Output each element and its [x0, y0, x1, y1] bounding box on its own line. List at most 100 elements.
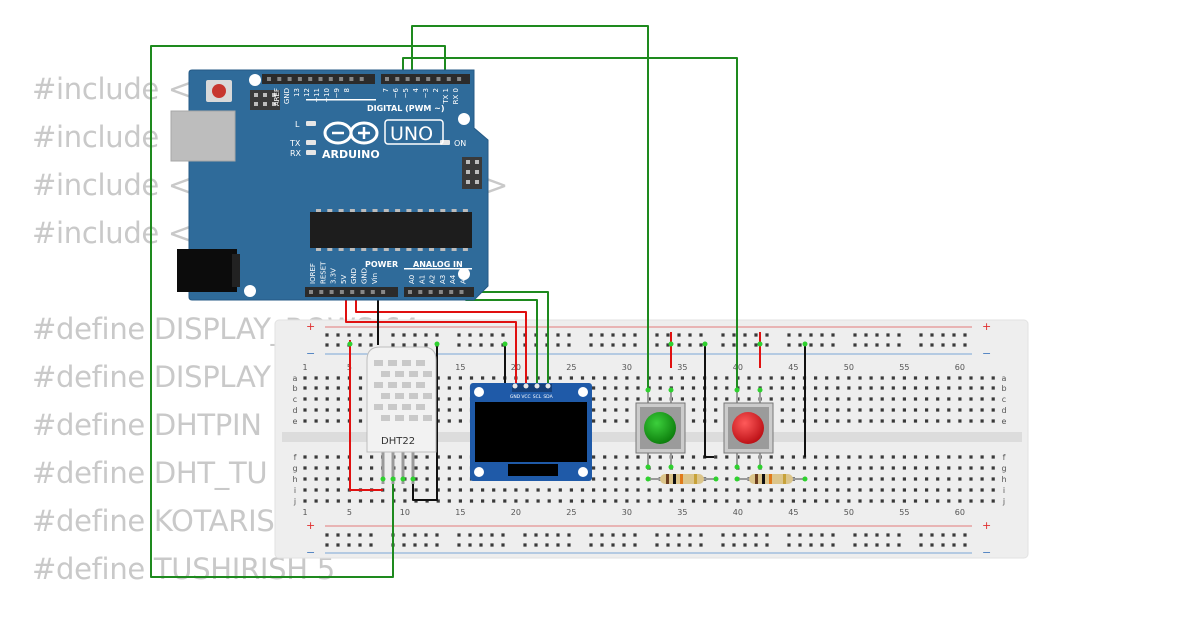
wire-red-3v3: [345, 291, 517, 384]
led-tx-label: TX: [289, 139, 301, 148]
power-label: POWER: [365, 260, 398, 269]
column-number: 25: [566, 363, 576, 372]
analog-pin-label: A1: [418, 275, 426, 284]
digital-pin-label: RX 0: [452, 88, 460, 104]
code-line: #include <: [32, 216, 192, 250]
led-rx-label: RX: [290, 149, 302, 158]
code-line: #include <: [32, 168, 192, 202]
oled-pin-label: GND: [510, 394, 521, 400]
row-letter: a: [1002, 374, 1007, 383]
digital-pin-label: 12: [303, 88, 311, 97]
row-letter: g: [292, 464, 297, 473]
power-pin-label: IOREF: [309, 263, 317, 284]
rail-sign: +: [982, 320, 991, 333]
led-l: [306, 121, 316, 126]
digital-pin-label: TX 1: [442, 88, 450, 105]
column-number: 5: [347, 508, 352, 517]
row-letter: h: [292, 475, 297, 484]
column-number: 40: [733, 508, 743, 517]
code-line: #include: [32, 120, 159, 154]
code-editor-background: #include <#include#include <#include <#d…: [32, 0, 1200, 630]
analog-pin-label: A3: [439, 275, 447, 284]
arduino-model: UNO: [390, 123, 433, 145]
row-letter: c: [1002, 395, 1006, 404]
rail-sign: +: [306, 519, 315, 532]
digital-pin-label: 8: [343, 88, 351, 92]
code-line: #define DHTPIN: [32, 408, 262, 442]
column-number: 50: [844, 363, 854, 372]
power-pin-label: Vin: [371, 273, 379, 284]
row-letter: i: [1003, 486, 1005, 495]
column-number: 15: [455, 363, 465, 372]
row-letter: f: [294, 453, 297, 462]
led-on-label: ON: [454, 139, 466, 148]
oled-pin-label: SCL: [533, 394, 542, 400]
arduino-brand: ARDUINO: [322, 148, 380, 161]
led-tx: [306, 140, 316, 145]
arduino-logo-icon: [323, 121, 379, 145]
wire-black-btn1: [704, 344, 714, 458]
button-cap-red: [732, 412, 764, 444]
column-number: 45: [788, 508, 798, 517]
column-number: 60: [955, 508, 965, 517]
push-button-green: [635, 392, 686, 470]
resistor-1: [648, 474, 716, 484]
column-number: 1: [302, 363, 307, 372]
resistor-2: [737, 474, 805, 484]
column-number: 15: [455, 508, 465, 517]
digital-pin-label: 13: [293, 88, 301, 97]
rail-sign: −: [982, 347, 991, 360]
dht22-sensor: DHT22: [366, 346, 437, 484]
digital-pin-label: ~3: [422, 88, 430, 98]
rail-sign: −: [306, 347, 315, 360]
power-jack: [177, 249, 237, 292]
column-number: 55: [899, 363, 909, 372]
rail-sign: −: [982, 546, 991, 559]
row-letter: e: [1002, 417, 1007, 426]
oled-screen: [475, 402, 587, 462]
row-letter: b: [292, 384, 297, 393]
row-letter: c: [293, 395, 297, 404]
row-letter: h: [1001, 475, 1006, 484]
wire-red-5v: [355, 291, 527, 384]
wire-green-d6: [402, 57, 738, 390]
digital-pin-label: ~10: [323, 88, 331, 103]
analog-pin-label: A5: [460, 275, 468, 284]
row-letter: j: [293, 497, 296, 506]
code-line: #define DHT_TU: [32, 456, 268, 490]
row-letter: d: [292, 406, 297, 415]
row-letter: j: [1002, 497, 1005, 506]
rail-sign: +: [982, 519, 991, 532]
connection-dots: [347, 341, 808, 482]
led-rx: [306, 150, 316, 155]
mcu-chip: [310, 212, 472, 248]
power-pin-label: GND: [350, 268, 358, 284]
analog-pin-label: A0: [408, 275, 416, 284]
row-letter: a: [293, 374, 298, 383]
column-number: 60: [955, 363, 965, 372]
column-number: 25: [566, 508, 576, 517]
digital-pin-label: ~6: [392, 87, 400, 98]
analog-pin-label: A2: [429, 275, 437, 284]
column-number: 35: [677, 363, 687, 372]
column-number: 30: [622, 508, 632, 517]
column-number: 20: [511, 508, 521, 517]
analog-label: ANALOG IN: [413, 260, 463, 269]
digital-label: DIGITAL (PWM ~): [367, 104, 445, 113]
oled-pin-label: VCC: [521, 394, 530, 400]
icsp-header: [250, 90, 482, 189]
wire-green-d5: [411, 25, 649, 390]
button-cap-green: [644, 412, 676, 444]
power-pin-label: RESET: [319, 261, 327, 284]
digital-pin-label: ~5: [402, 88, 410, 98]
column-number: 45: [788, 363, 798, 372]
led-l-label: L: [295, 120, 300, 129]
wire-green-loop: [150, 45, 446, 578]
digital-pin-label: 2: [432, 88, 440, 92]
oled-pin-label: SDA: [543, 394, 553, 400]
digital-pin-label: ~11: [313, 88, 321, 103]
wire-black-dht: [412, 345, 438, 501]
